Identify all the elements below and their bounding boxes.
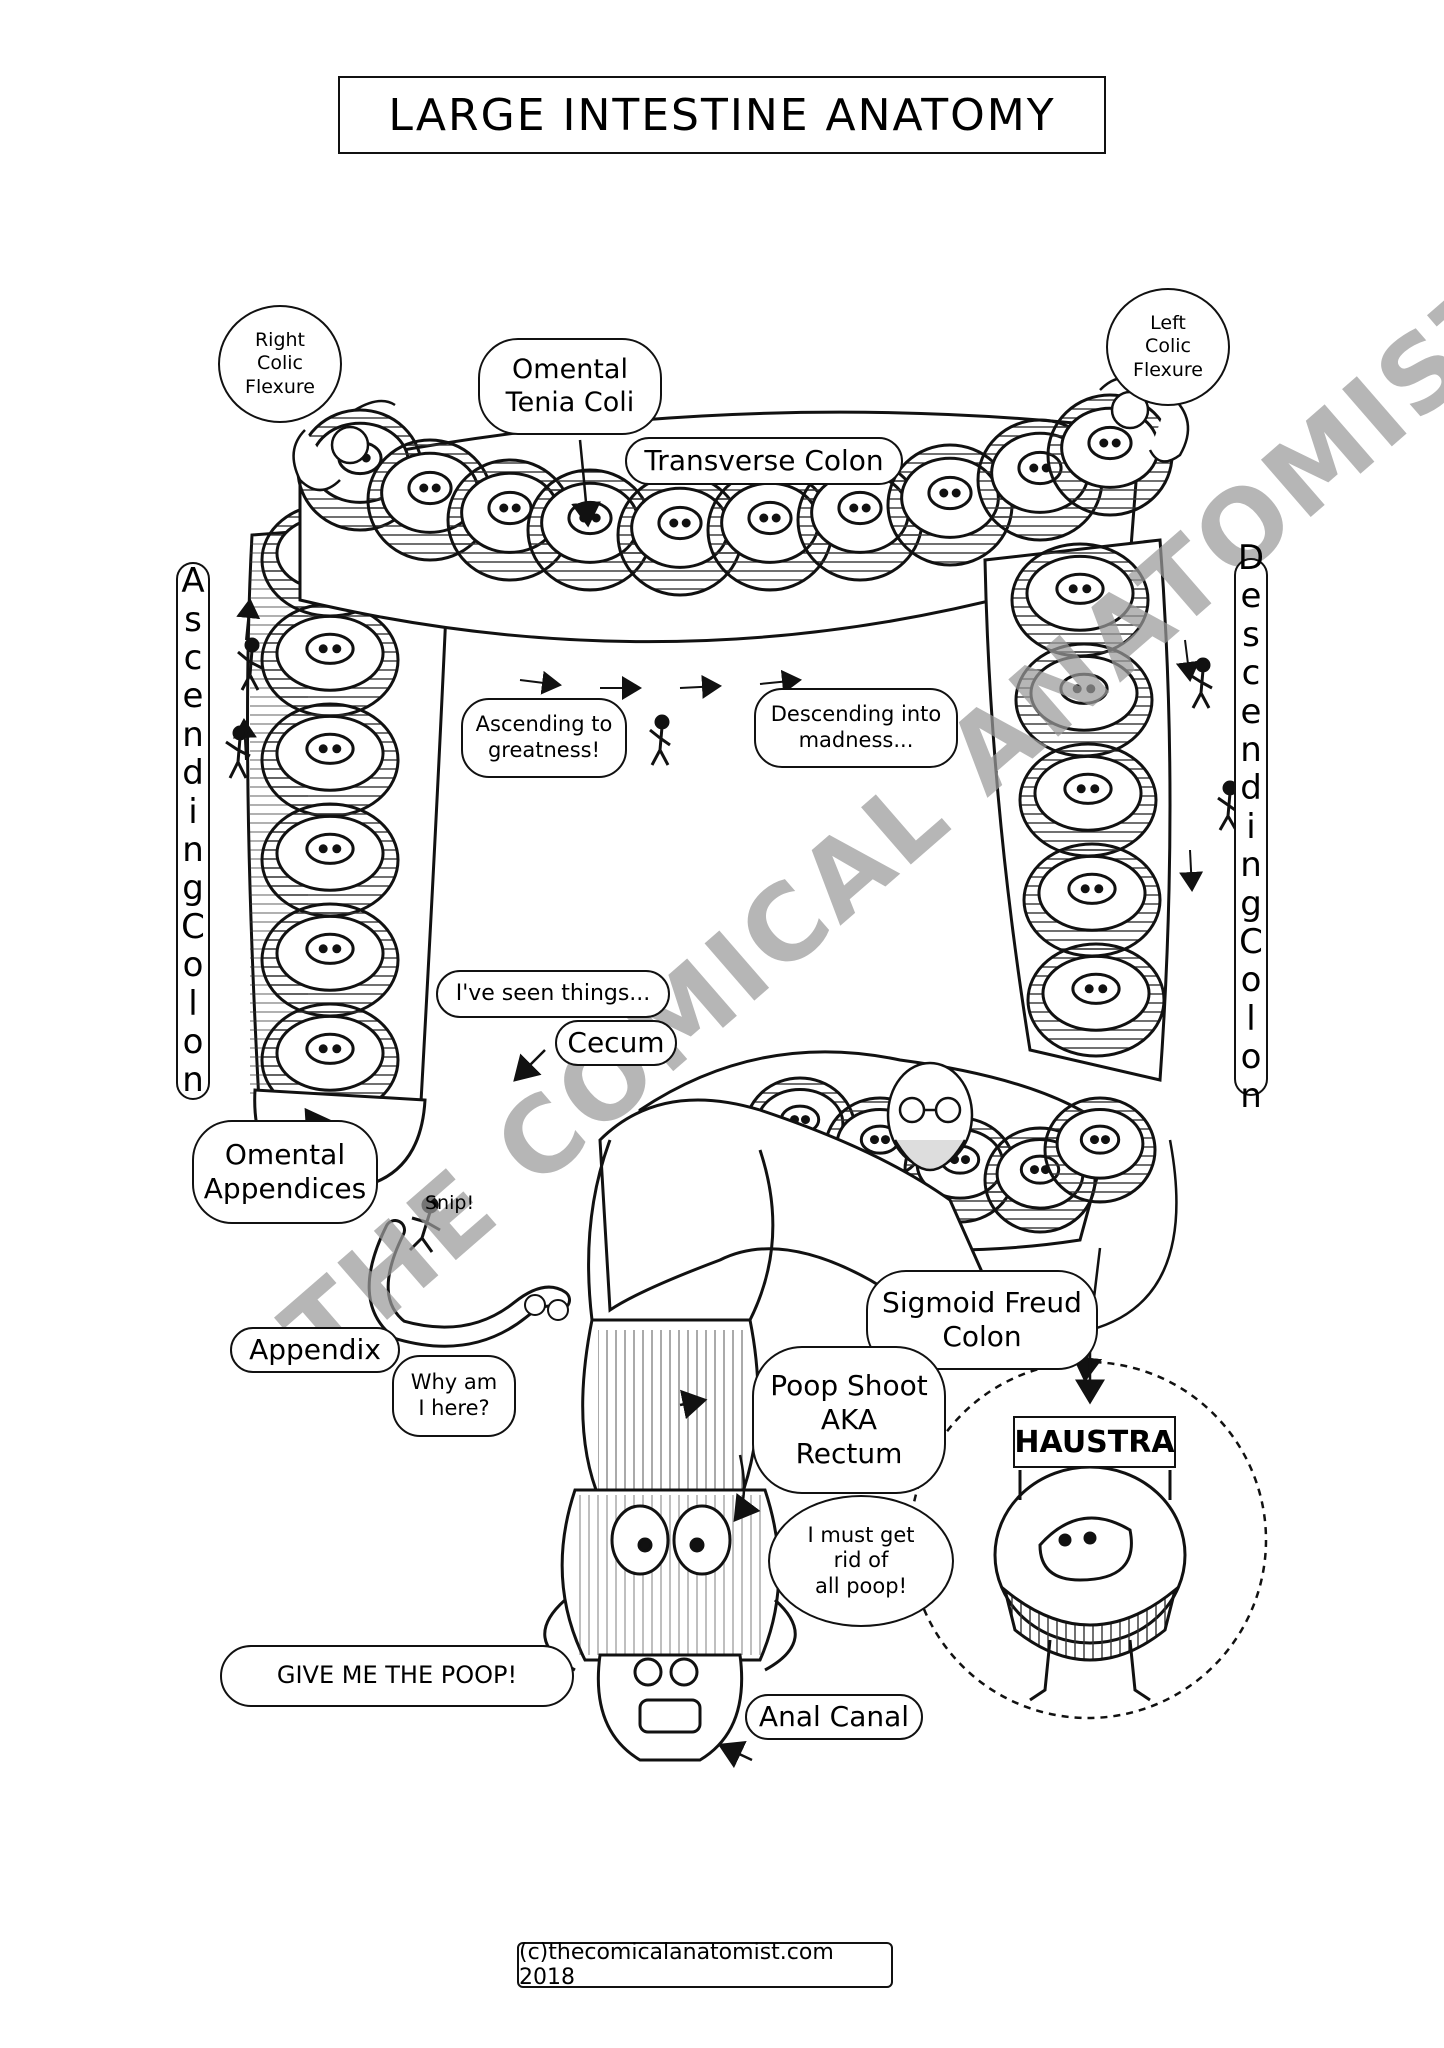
flexure-figures — [292, 377, 1190, 492]
descending-haustrum — [1026, 942, 1166, 1058]
speech-seen-things: I've seen things... — [436, 970, 670, 1018]
label-right-colic-flexure: Right Colic Flexure — [218, 305, 342, 423]
sigmoid-haustrum — [1043, 1096, 1157, 1204]
flow-arrows — [232, 598, 1204, 892]
freud-character — [886, 1061, 974, 1172]
descending-haustrum — [1018, 742, 1158, 858]
label-omental-appendices: Omental Appendices — [192, 1120, 378, 1224]
ascending-haustrum — [260, 802, 400, 918]
anal-canal-character — [543, 1598, 797, 1762]
appendix-body — [367, 1219, 571, 1348]
label-anal-canal: Anal Canal — [745, 1694, 923, 1740]
ascending-haustrum — [260, 602, 400, 718]
transverse-colon-haustra — [296, 393, 1174, 597]
rectum-eyes — [610, 1504, 732, 1576]
haustra-character — [993, 1465, 1187, 1702]
speech-snip: Snip! — [425, 1192, 475, 1214]
label-transverse-colon: Transverse Colon — [625, 437, 903, 485]
descending-colon-haustra — [1010, 542, 1166, 1058]
appendix-face — [524, 1294, 569, 1321]
label-haustra: HAUSTRA — [1013, 1416, 1176, 1468]
speech-get-rid: I must get rid of all poop! — [768, 1495, 954, 1627]
speech-why-here: Why am I here? — [392, 1355, 516, 1437]
label-appendix: Appendix — [230, 1327, 400, 1373]
label-rectum: Poop Shoot AKA Rectum — [752, 1346, 946, 1494]
ascending-haustrum — [260, 902, 400, 1018]
descending-haustrum — [1010, 542, 1150, 658]
speech-ascending: Ascending to greatness! — [461, 698, 627, 778]
label-left-colic-flexure: Left Colic Flexure — [1106, 288, 1230, 406]
label-cecum: Cecum — [555, 1020, 677, 1066]
speech-descending: Descending into madness... — [754, 688, 958, 768]
descending-haustrum — [1022, 842, 1162, 958]
page-title: LARGE INTESTINE ANATOMY — [338, 76, 1106, 154]
descending-haustrum — [1014, 642, 1154, 758]
transverse-haustrum — [616, 473, 744, 597]
label-omental-tenia-coli: Omental Tenia Coli — [478, 338, 662, 435]
tiny-climbers — [225, 637, 1239, 1253]
ascending-haustrum — [260, 702, 400, 818]
copyright-footer: (c)thecomicalanatomist.com 2018 — [517, 1940, 893, 1990]
speech-give-poop: GIVE ME THE POOP! — [220, 1645, 574, 1707]
